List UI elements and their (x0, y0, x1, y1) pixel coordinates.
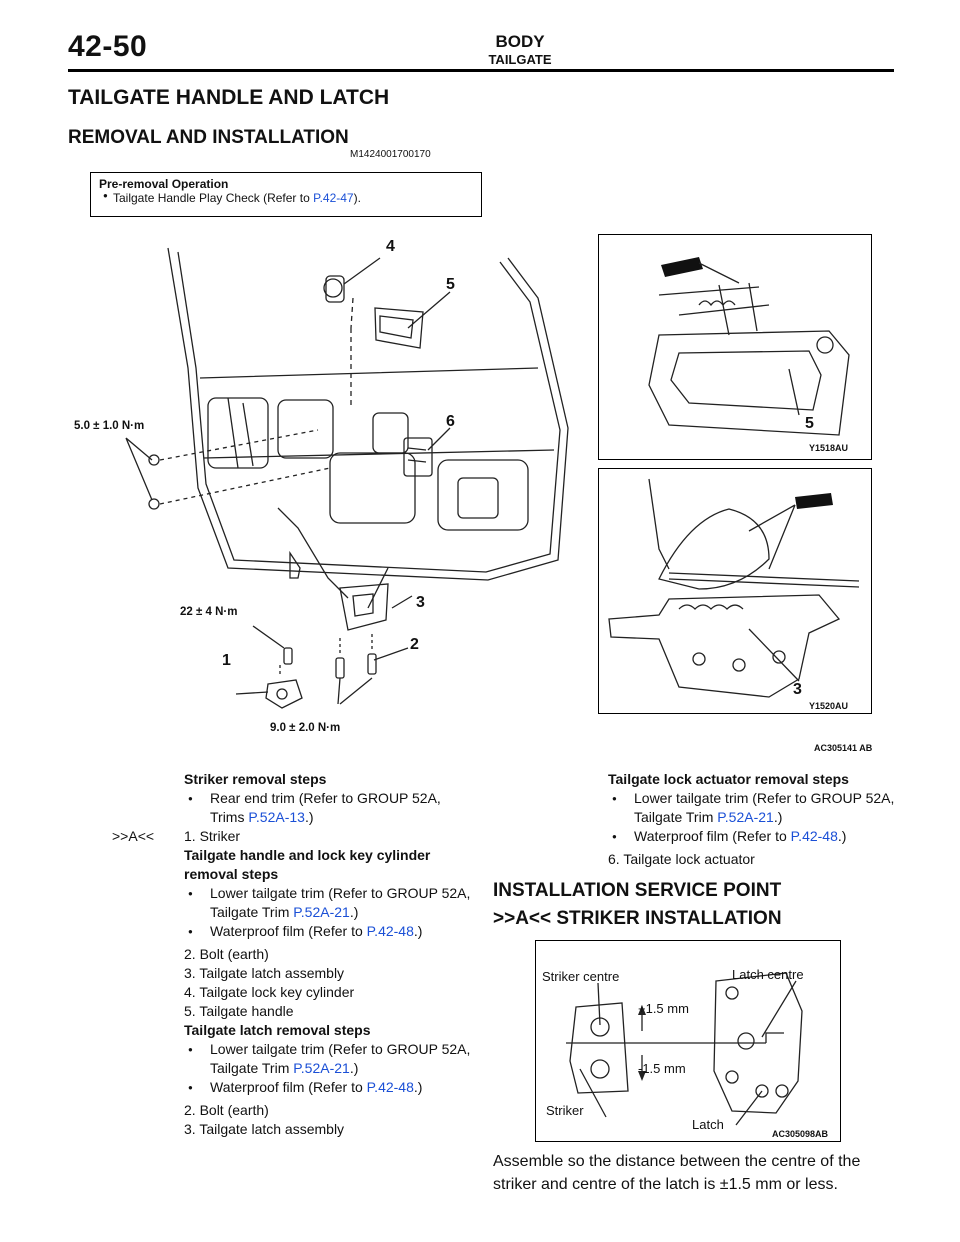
latch-step-3: 3. Tailgate latch assembly (184, 1121, 345, 1137)
striker-bullet-end: .) (304, 809, 314, 825)
document-code: M1424001700170 (350, 149, 431, 160)
striker-step-text: 1. Striker (184, 828, 241, 844)
handle-bullet-2-text: Waterproof film (Refer to (210, 923, 367, 939)
striker-latch-alignment-drawing (566, 972, 803, 1126)
latch-bullet-1: Lower tailgate trim (Refer to GROUP 52A,… (184, 1040, 474, 1078)
pre-removal-item: Tailgate Handle Play Check (Refer to P.4… (99, 191, 473, 205)
install-marker: >>A<< (112, 828, 155, 844)
callout-4: 4 (386, 238, 395, 255)
striker-installation-figure: Striker centre Latch centre +1.5 mm -1.5… (535, 940, 841, 1142)
page-title: TAILGATE HANDLE AND LATCH (68, 86, 390, 109)
handle-detail-drawing (648, 257, 850, 436)
callout-1: 1 (222, 652, 231, 669)
handle-steps-heading: Tailgate handle and lock key cylinder re… (184, 847, 431, 882)
latch-bullet-1-text: Lower tailgate trim (Refer to GROUP 52A,… (210, 1041, 471, 1076)
minus-tolerance-label: -1.5 mm (638, 1061, 686, 1076)
actuator-bullet-2-end: .) (837, 828, 847, 844)
callout-5: 5 (446, 276, 455, 293)
header-rule (68, 69, 894, 72)
handle-step-2: 2. Bolt (earth) (184, 946, 269, 962)
actuator-steps-heading: Tailgate lock actuator removal steps (608, 771, 849, 787)
handle-step-4: 4. Tailgate lock key cylinder (184, 984, 355, 1000)
group-name: BODY (495, 32, 545, 51)
installation-instruction: Assemble so the distance between the cen… (493, 1150, 903, 1196)
inset-latch-callout: 3 (793, 681, 802, 698)
handle-step-3: 3. Tailgate latch assembly (184, 965, 345, 981)
figure-code-id: AC305141 (814, 743, 858, 753)
handle-bullet-1-end: .) (349, 904, 359, 920)
latch-steps-heading: Tailgate latch removal steps (184, 1022, 371, 1038)
striker-label: Striker (546, 1103, 584, 1118)
striker-step: >>A<< 1. Striker (112, 827, 474, 846)
torque-upper-bolts: 5.0 ± 1.0 N·m (74, 420, 145, 432)
callout-6: 6 (446, 413, 455, 430)
inset-handle-callout: 5 (805, 415, 814, 432)
striker-steps-heading: Striker removal steps (184, 771, 327, 787)
latch-bullet-2-text: Waterproof film (Refer to (210, 1079, 367, 1095)
right-column: Tailgate lock actuator removal steps Low… (608, 770, 898, 869)
latch-bullet-1-link[interactable]: P.52A-21 (293, 1060, 350, 1076)
handle-bullet-1-text: Lower tailgate trim (Refer to GROUP 52A,… (210, 885, 471, 920)
latch-bullet-2-link[interactable]: P.42-48 (366, 1079, 414, 1095)
latch-label: Latch (692, 1117, 724, 1132)
install-figure-code: AC305098AB (772, 1129, 828, 1139)
striker-bullet-link[interactable]: P.52A-13 (248, 809, 305, 825)
instruction-end: 1.5 mm or less. (728, 1176, 838, 1193)
actuator-bullet-1-end: .) (773, 809, 783, 825)
instruction-plus-minus: ± (719, 1176, 729, 1193)
latch-centre-label: Latch centre (732, 967, 804, 982)
inset-handle-code: Y1518AU (809, 443, 849, 453)
handle-bullet-1-link[interactable]: P.52A-21 (293, 904, 350, 920)
figure-code: AC305141 AB (814, 743, 872, 753)
pre-removal-link[interactable]: P.42-47 (313, 191, 354, 205)
left-column: Striker removal steps Rear end trim (Ref… (112, 770, 474, 1139)
striker-bullet-text: Rear end trim (Refer to GROUP 52A, Trims (210, 790, 441, 825)
callout-3: 3 (416, 594, 425, 611)
actuator-bullet-1-link[interactable]: P.52A-21 (717, 809, 774, 825)
instruction-text: Assemble so the distance between the cen… (493, 1153, 861, 1193)
latch-bullet-2-end: .) (413, 1079, 423, 1095)
inset-latch-figure: 3 Y1520AU (598, 468, 872, 714)
latch-bullet-1-end: .) (349, 1060, 359, 1076)
tailgate-exploded-drawing (125, 247, 569, 709)
actuator-bullet-2: Waterproof film (Refer to P.42-48.) (608, 827, 898, 846)
striker-centre-label: Striker centre (542, 969, 620, 984)
actuator-bullet-2-link[interactable]: P.42-48 (790, 828, 838, 844)
latch-step-2: 2. Bolt (earth) (184, 1102, 269, 1118)
handle-bullet-2-link[interactable]: P.42-48 (366, 923, 414, 939)
inset-latch-code: Y1520AU (809, 701, 849, 711)
handle-bullet-2-end: .) (413, 923, 423, 939)
section-name: TAILGATE (488, 52, 552, 67)
page-subtitle: REMOVAL AND INSTALLATION (68, 127, 349, 148)
striker-installation-heading: >>A<< STRIKER INSTALLATION (493, 908, 782, 929)
striker-bullet: Rear end trim (Refer to GROUP 52A, Trims… (184, 789, 474, 827)
actuator-bullet-1: Lower tailgate trim (Refer to GROUP 52A,… (608, 789, 898, 827)
handle-step-5: 5. Tailgate handle (184, 1003, 294, 1019)
torque-latch-bolts: 9.0 ± 2.0 N·m (270, 722, 341, 734)
latch-bullet-2: Waterproof film (Refer to P.42-48.) (184, 1078, 474, 1097)
main-exploded-figure: 4 5 6 3 2 1 5.0 ± 1.0 N·m 22 ± 4 N·m 9.0… (68, 228, 894, 760)
torque-earth-bolt: 22 ± 4 N·m (180, 606, 238, 618)
figure-code-suffix: AB (859, 743, 873, 753)
installation-heading: INSTALLATION SERVICE POINT (493, 880, 782, 901)
actuator-bullet-2-text: Waterproof film (Refer to (634, 828, 791, 844)
inset-handle-figure: 5 Y1518AU (598, 234, 872, 460)
handle-bullet-2: Waterproof film (Refer to P.42-48.) (184, 922, 474, 941)
page-number: 42-50 (68, 30, 148, 63)
handle-bullet-1: Lower tailgate trim (Refer to GROUP 52A,… (184, 884, 474, 922)
actuator-step-6: 6. Tailgate lock actuator (608, 851, 755, 867)
plus-tolerance-label: +1.5 mm (638, 1001, 689, 1016)
pre-removal-end: ). (353, 191, 361, 205)
install-figure-code-id: AC305098 (772, 1129, 816, 1139)
pre-removal-text: Tailgate Handle Play Check (Refer to (113, 191, 314, 205)
callout-2: 2 (410, 636, 419, 653)
pre-removal-heading: Pre-removal Operation (99, 177, 229, 191)
latch-detail-drawing (608, 478, 860, 698)
pre-removal-box: Pre-removal Operation Tailgate Handle Pl… (90, 172, 482, 217)
install-figure-code-suffix: AB (815, 1129, 829, 1139)
actuator-bullet-1-text: Lower tailgate trim (Refer to GROUP 52A,… (634, 790, 895, 825)
